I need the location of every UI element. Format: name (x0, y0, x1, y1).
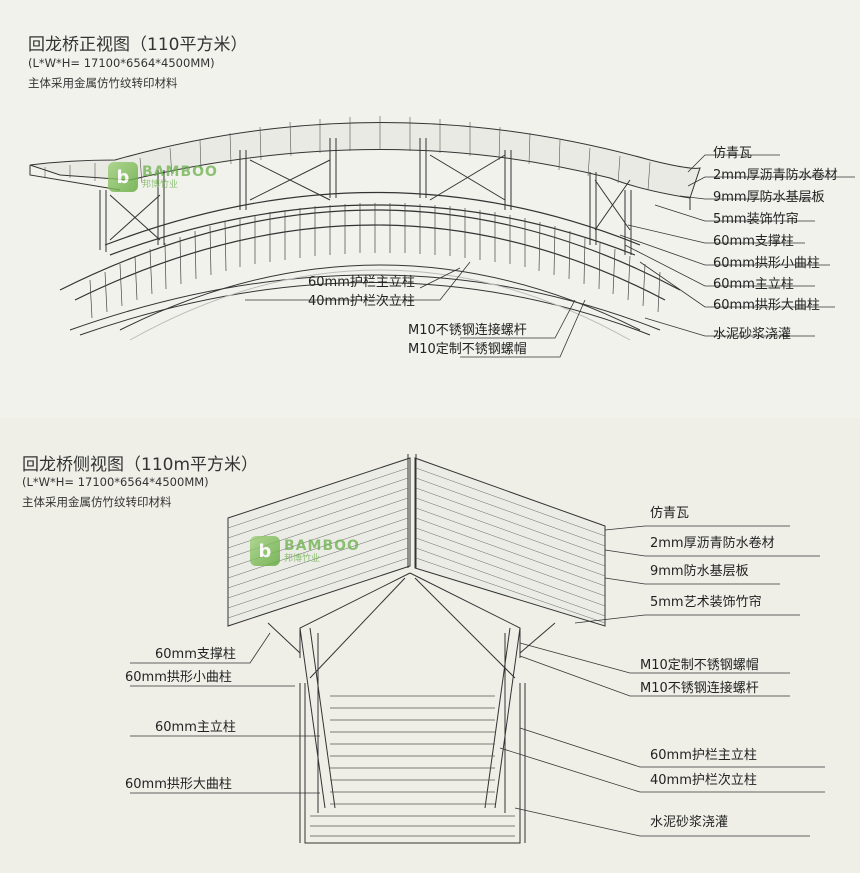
bamboo-logo-side-name: BAMBOO (284, 537, 360, 554)
front-view-title: 回龙桥正视图（110平方米） (28, 35, 248, 55)
side-view-title: 回龙桥侧视图（110m平方米） (22, 455, 259, 475)
side-label-left-3: 60mm拱形大曲柱 (125, 777, 232, 792)
front-bottom-label-0: M10不锈钢连接螺杆 (408, 323, 527, 338)
bamboo-logo-side-cn: 邦博竹业 (284, 553, 321, 564)
front-view-material: 主体采用金属仿竹纹转印材料 (28, 76, 178, 90)
front-label-5: 60mm拱形小曲柱 (713, 256, 820, 271)
bamboo-logo: b BAMBOO 邦博竹业 (108, 162, 218, 192)
side-view-material: 主体采用金属仿竹纹转印材料 (22, 495, 172, 509)
front-label-0: 仿青瓦 (713, 146, 753, 161)
side-label-mid-0: M10定制不锈钢螺帽 (640, 658, 759, 673)
bamboo-logo-icon: b (108, 162, 138, 192)
side-label-left-2: 60mm主立柱 (155, 720, 236, 735)
side-label-mid-1: M10不锈钢连接螺杆 (640, 681, 759, 696)
front-label-4: 60mm支撑柱 (713, 234, 794, 249)
bamboo-logo-cn: 邦博竹业 (142, 179, 179, 190)
side-label-left-0: 60mm支撑柱 (155, 647, 236, 662)
front-bottom-label-1: M10定制不锈钢螺帽 (408, 342, 527, 357)
side-label-left-1: 60mm拱形小曲柱 (125, 670, 232, 685)
front-bridge-drawing (29, 116, 855, 358)
front-label-8: 水泥砂浆浇灌 (713, 327, 792, 342)
front-center-label-1: 40mm护栏次立柱 (308, 294, 415, 309)
bamboo-logo-name: BAMBOO (142, 163, 218, 180)
front-label-2: 9mm厚防水基层板 (713, 190, 825, 205)
bamboo-logo-side-icon: b (250, 536, 280, 566)
side-label-top-2: 9mm防水基层板 (650, 564, 749, 579)
front-label-3: 5mm装饰竹帘 (713, 212, 799, 227)
front-view-dimensions: (L*W*H= 17100*6564*4500MM) (28, 56, 215, 70)
side-bridge-drawing (130, 454, 825, 844)
side-view-panel: 回龙桥侧视图（110m平方米） (L*W*H= 17100*6564*4500M… (0, 418, 860, 873)
side-label-top-1: 2mm厚沥青防水卷材 (650, 536, 775, 551)
front-label-1: 2mm厚沥青防水卷材 (713, 168, 838, 183)
side-view-dimensions: (L*W*H= 17100*6564*4500MM) (22, 475, 209, 489)
side-label-bottom-2: 水泥砂浆浇灌 (650, 815, 729, 830)
side-label-bottom-0: 60mm护栏主立柱 (650, 748, 757, 763)
front-center-label-0: 60mm护栏主立柱 (308, 275, 415, 290)
side-label-top-0: 仿青瓦 (650, 506, 690, 521)
side-label-bottom-1: 40mm护栏次立柱 (650, 773, 757, 788)
front-label-6: 60mm主立柱 (713, 277, 794, 292)
bamboo-logo-side: b BAMBOO 邦博竹业 (250, 536, 360, 566)
side-label-top-3: 5mm艺术装饰竹帘 (650, 595, 762, 610)
front-label-7: 60mm拱形大曲柱 (713, 298, 820, 313)
front-view-panel: 回龙桥正视图（110平方米） (L*W*H= 17100*6564*4500MM… (0, 0, 860, 418)
